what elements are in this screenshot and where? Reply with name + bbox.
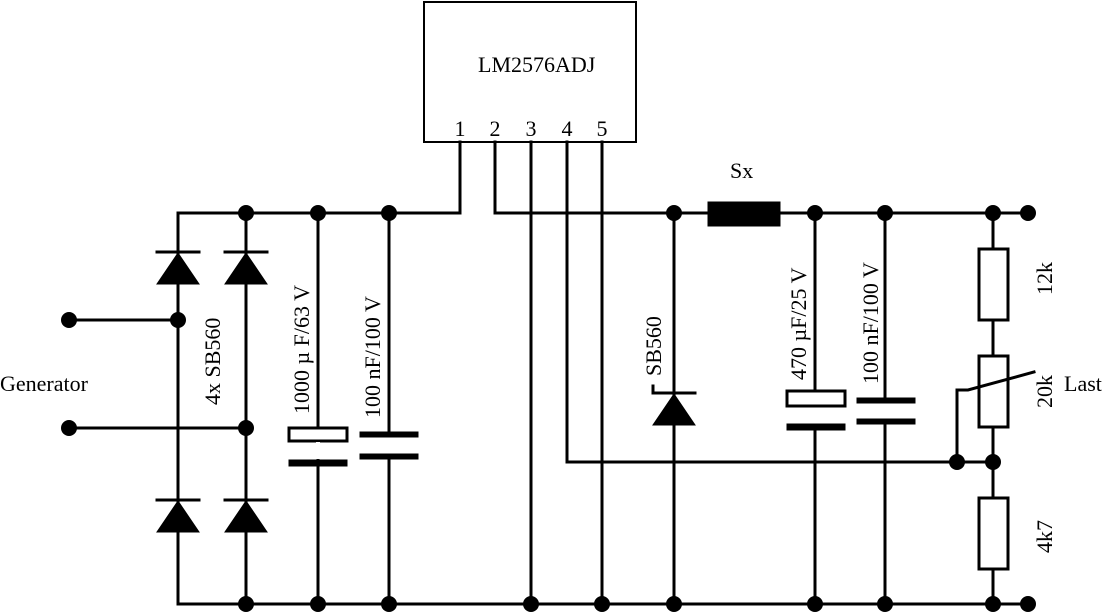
ic-pin-4: 4 xyxy=(562,116,573,141)
inductor-sx xyxy=(707,201,781,227)
bridge-label: 4x SB560 xyxy=(200,318,225,405)
bridge-diode-4 xyxy=(223,498,269,533)
bridge-diode-1 xyxy=(155,250,201,285)
bridge-diode-3 xyxy=(155,498,201,533)
inductor-label: Sx xyxy=(730,158,753,183)
load-label: Last xyxy=(1064,371,1102,396)
ic-pin-3: 3 xyxy=(526,116,537,141)
capacitor-c3 xyxy=(785,389,847,431)
ic-body xyxy=(423,1,637,143)
capacitor-c2 xyxy=(359,431,419,460)
diode-label: SB560 xyxy=(641,316,666,376)
bridge-diode-2 xyxy=(223,250,269,285)
capacitor-c4-label: 100 nF/100 V xyxy=(858,262,883,384)
capacitor-c1-label: 1000 µ F/63 V xyxy=(289,285,314,414)
capacitor-c4 xyxy=(856,397,916,425)
ic-part-label: LM2576ADJ xyxy=(478,52,596,77)
resistor-4k7 xyxy=(977,496,1010,571)
ic-pin-2: 2 xyxy=(490,116,501,141)
potentiometer-20k xyxy=(977,354,1010,429)
capacitor-c3-label: 470 µF/25 V xyxy=(786,267,811,380)
ic-pin-5: 5 xyxy=(597,116,608,141)
potentiometer-wiper xyxy=(955,370,1036,392)
potentiometer-label: 20k xyxy=(1032,375,1057,408)
junctions xyxy=(61,205,1036,612)
resistor-12k-label: 12k xyxy=(1032,262,1057,295)
ic-pin-1: 1 xyxy=(455,116,466,141)
generator-label: Generator xyxy=(0,371,89,396)
capacitor-c1 xyxy=(287,426,349,467)
capacitor-c2-label: 100 nF/100 V xyxy=(360,296,385,418)
resistor-4k7-label: 4k7 xyxy=(1032,520,1057,553)
schottky-diode xyxy=(651,384,697,426)
resistor-12k xyxy=(977,247,1010,322)
